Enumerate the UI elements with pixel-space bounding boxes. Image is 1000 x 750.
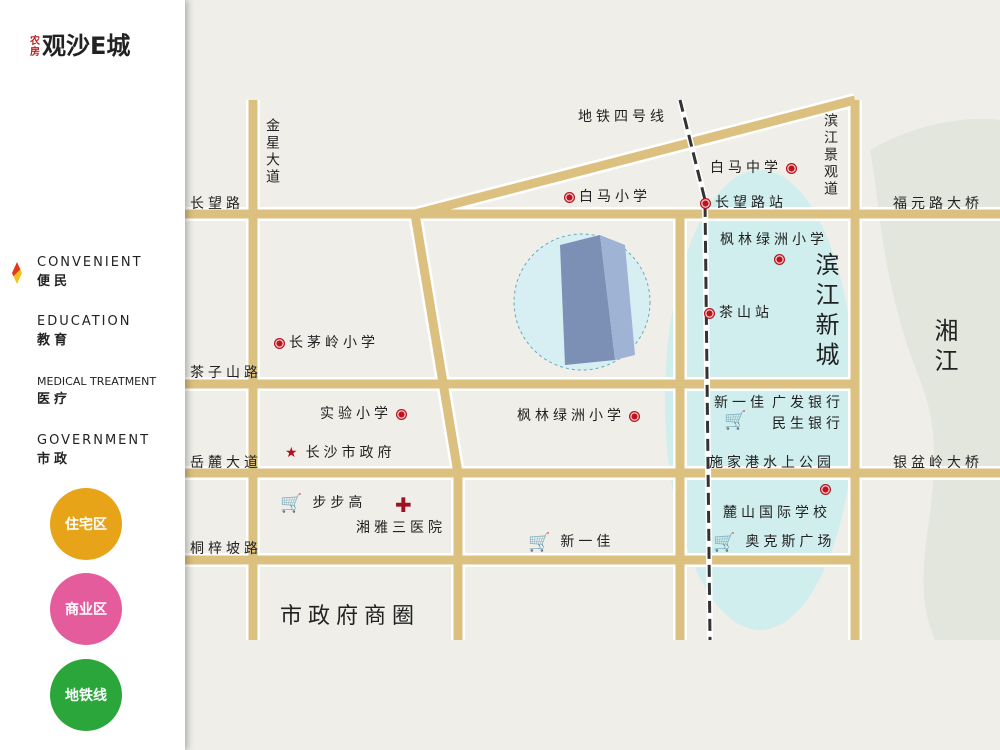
place-baima-middle: 白马中学 (710, 157, 801, 177)
road-tongzipo: 桐梓坡路 (190, 541, 262, 557)
place-shijiagang-park: 施家港水上公园 (709, 455, 835, 471)
shopping-cart-icon: 🛒 (713, 531, 740, 553)
school-marker-icon (564, 191, 575, 203)
road-jinxing: 金星大道 (264, 118, 280, 186)
station-marker-icon (700, 197, 711, 209)
place-shiyan: 实验小学 (320, 403, 411, 423)
place-xinyijia-1: 新一佳 (714, 395, 768, 411)
school-marker-icon (396, 408, 407, 420)
school-marker-icon (774, 254, 785, 265)
place-bubugao: 🛒步步高 (280, 492, 367, 514)
shopping-cart-icon: 🛒 (724, 410, 747, 431)
place-aokesi: 🛒奥克斯广场 (713, 531, 836, 553)
zone-metro-button[interactable]: 地铁线 (50, 659, 122, 731)
road-yinpenling: 银盆岭大桥 (893, 455, 983, 471)
shopping-cart-icon: 🛒 (528, 531, 555, 553)
place-city-government: ★长沙市政府 (285, 445, 396, 461)
road-fuyuan: 福元路大桥 (893, 196, 983, 212)
active-indicator-icon (12, 262, 22, 284)
school-marker-icon (820, 484, 831, 495)
zone-residential-button[interactable]: 住宅区 (50, 488, 122, 560)
logo: 农房观沙E城 (30, 32, 131, 60)
place-guangfa: 广发银行 (772, 395, 844, 411)
xiangjiang-label: 湘江 (930, 318, 958, 378)
road-binjiang: 滨江景观道 (822, 113, 838, 198)
place-fenglin-2: 枫林绿洲小学 (517, 405, 644, 425)
zone-commercial-button[interactable]: 商业区 (50, 573, 122, 645)
star-icon: ★ (285, 445, 302, 461)
metro-station-chashan: 茶山站 (700, 302, 773, 322)
hospital-cross-icon: ✚ (395, 493, 412, 517)
school-marker-icon (629, 410, 640, 422)
place-changmaoling: 长茅岭小学 (270, 332, 379, 352)
place-baima-primary: 白马小学 (560, 186, 651, 206)
place-fenglin-1: 枫林绿洲小学 (720, 232, 828, 248)
road-chazishan: 茶子山路 (190, 365, 262, 381)
road-yuelu: 岳麓大道 (190, 455, 262, 471)
binjiang-new-city-label: 滨江新城 (811, 252, 839, 372)
binjiang-new-city-area (665, 170, 855, 630)
metro-line-4 (678, 99, 712, 641)
road-changwang: 长望路 (190, 196, 244, 212)
school-marker-icon (786, 162, 797, 174)
district-label: 市政府商圈 (280, 604, 421, 629)
shopping-cart-icon: 🛒 (280, 492, 307, 514)
place-lushan-school: 麓山国际学校 (723, 505, 831, 521)
station-marker-icon (704, 307, 715, 319)
place-minsheng: 民生银行 (772, 416, 844, 432)
place-xinyijia-2: 🛒新一佳 (528, 531, 615, 553)
metro-station-changwang: 长望路站 (696, 192, 787, 212)
place-xiangya-hospital: 湘雅三医院 (356, 520, 446, 536)
metro-line-label: 地铁四号线 (578, 109, 668, 125)
school-marker-icon (274, 337, 285, 349)
